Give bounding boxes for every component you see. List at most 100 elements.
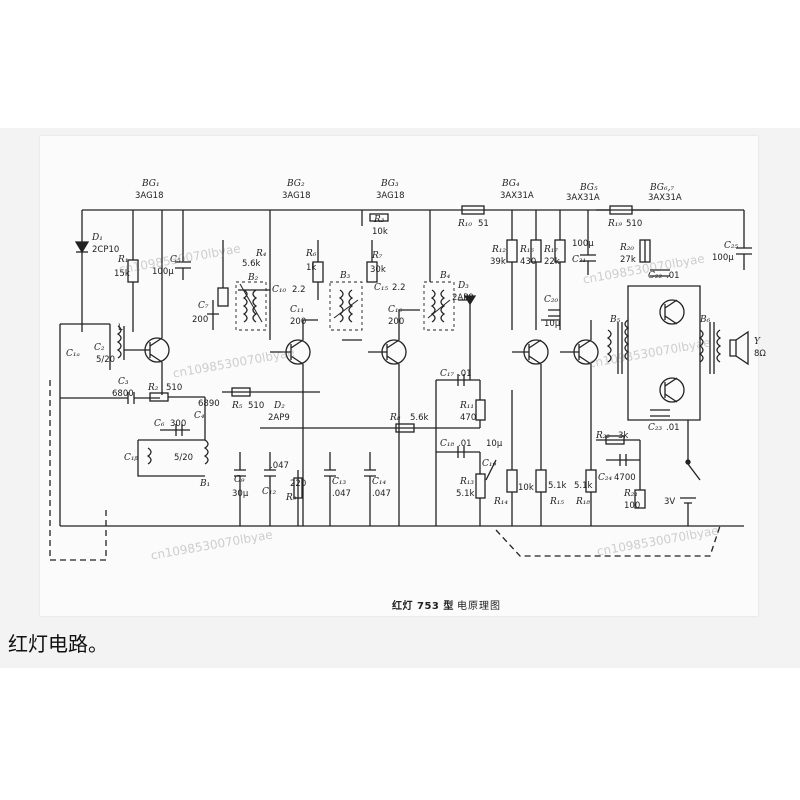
c13-label: C₁₃ — [332, 477, 346, 487]
c9-value: 30μ — [232, 489, 249, 499]
d1-label: D₁ — [91, 233, 103, 243]
c2-value: 5/20 — [96, 355, 115, 365]
d2-label: D₂ — [273, 401, 285, 411]
c9-label: C₉ — [234, 475, 245, 485]
r9-label: R₉ — [285, 493, 297, 503]
bg67-label: BG₆,₇ — [649, 183, 674, 193]
r15-value: 5.1k — [548, 481, 567, 491]
r10-label: R₁₀ — [457, 219, 472, 229]
c11-label: C₁₁ — [290, 305, 304, 315]
c6-label: C₆ — [154, 419, 165, 429]
c25-label: C₂₅ — [724, 241, 738, 251]
c21-value: 100μ — [572, 239, 594, 249]
c5-value: 100μ — [152, 267, 174, 277]
c17-label: C₁₇ — [440, 369, 454, 379]
c12-value: .047 — [270, 461, 289, 471]
c24-label: C₂₄ — [598, 473, 612, 483]
speaker-label: Y — [754, 337, 761, 347]
r10-value: 51 — [478, 219, 489, 229]
c10-value: 2.2 — [292, 285, 306, 295]
c5-label: C₅ — [170, 255, 181, 265]
r20-label: R₂₀ — [619, 243, 634, 253]
r9-value: 220 — [290, 479, 306, 489]
bg1-label: BG₁ — [141, 179, 160, 189]
c4-value: 6890 — [198, 399, 220, 409]
r6-label: R₆ — [305, 249, 317, 259]
r20-value: 27k — [620, 255, 636, 265]
r8-label: R₈ — [389, 413, 401, 423]
r7-value: 30k — [370, 265, 386, 275]
bg5-label: BG₅ — [579, 183, 598, 193]
d2-model: 2AP9 — [268, 413, 290, 423]
c17-value: .01 — [458, 369, 472, 379]
r16-label: R₁₆ — [519, 245, 534, 255]
b6-label: B₆ — [699, 315, 711, 325]
r16-value: 430 — [520, 257, 536, 267]
diagram-title: 红灯 753 型 — [392, 601, 454, 612]
bg4-label: BG₄ — [501, 179, 520, 189]
c14-value: .047 — [372, 489, 391, 499]
r19-value: 510 — [626, 219, 642, 229]
c10-label: C₁₀ — [272, 285, 286, 295]
r13-label: R₁₃ — [459, 477, 474, 487]
c24-value: 4700 — [614, 473, 636, 483]
c7-value: 200 — [192, 315, 208, 325]
r5-label: R₅ — [231, 401, 243, 411]
c6-value: 300 — [170, 419, 186, 429]
r21-label: R₂₁ — [623, 489, 638, 499]
r21-value: 100 — [624, 501, 640, 511]
r4-value: 5.6k — [242, 259, 261, 269]
r19-label: R₁₉ — [607, 219, 622, 229]
c15-label: C₁₅ — [374, 283, 388, 293]
bg3-model: 3AG18 — [376, 191, 404, 201]
r6-value: 1k — [306, 263, 316, 273]
c12-label: C₁₂ — [262, 487, 276, 497]
r17-value: 22k — [544, 257, 560, 267]
c1b-value: 5/20 — [174, 453, 193, 463]
d1-model: 2CP10 — [92, 245, 119, 255]
c25-value: 100μ — [712, 253, 734, 263]
r11-value: 470 — [460, 413, 476, 423]
c19-value: 10μ — [486, 439, 503, 449]
r3-value: 10k — [372, 227, 388, 237]
c18-label: C₁₈ — [440, 439, 454, 449]
r11-label: R₁₁ — [459, 401, 474, 411]
r8-value: 5.6k — [410, 413, 429, 423]
bg4-model: 3AX31A — [500, 191, 534, 201]
c11-value: 200 — [290, 317, 306, 327]
page-caption: 红灯电路。 — [8, 632, 108, 656]
r13-value: 5.1k — [456, 489, 475, 499]
c15-value: 2.2 — [392, 283, 406, 293]
diagram-subtitle: 电原理图 — [457, 601, 501, 612]
r22-label: R₂₂ — [595, 431, 610, 441]
c4-label: C₄ — [194, 411, 205, 421]
coil-l-label: L — [118, 323, 123, 333]
c2-label: C₂ — [94, 343, 105, 353]
c3-value: 6800 — [112, 389, 134, 399]
c16-value: 200 — [388, 317, 404, 327]
r1-label: R₁ — [117, 255, 128, 265]
r4-label: R₄ — [255, 249, 267, 259]
c19-label: C₁₉ — [482, 459, 496, 469]
c20-value: 10μ — [544, 319, 561, 329]
c1b-label: C₁ᵦ — [124, 453, 138, 463]
d3-label: D₃ — [457, 281, 469, 291]
r1-value: 15k — [114, 269, 130, 279]
bg2-label: BG₂ — [286, 179, 305, 189]
bg3-label: BG₃ — [380, 179, 399, 189]
r3-label: R₃ — [373, 215, 385, 225]
speaker-value: 8Ω — [754, 349, 766, 359]
r18-value: 5.1k — [574, 481, 593, 491]
b1-label: B₁ — [199, 479, 210, 489]
b4-label: B₄ — [439, 271, 451, 281]
bg67-model: 3AX31A — [648, 193, 682, 203]
r12-label: R₁₂ — [491, 245, 506, 255]
c16-label: C₁₆ — [388, 305, 402, 315]
bg5-model: 3AX31A — [566, 193, 600, 203]
r14-label: R₁₄ — [493, 497, 508, 507]
c23-label: C₂₃ — [648, 423, 662, 433]
c22-value: .01 — [666, 271, 680, 281]
r14-value: 10k — [518, 483, 534, 493]
c1a-label: C₁ₐ — [66, 349, 80, 359]
b2-label: B₂ — [247, 273, 259, 283]
